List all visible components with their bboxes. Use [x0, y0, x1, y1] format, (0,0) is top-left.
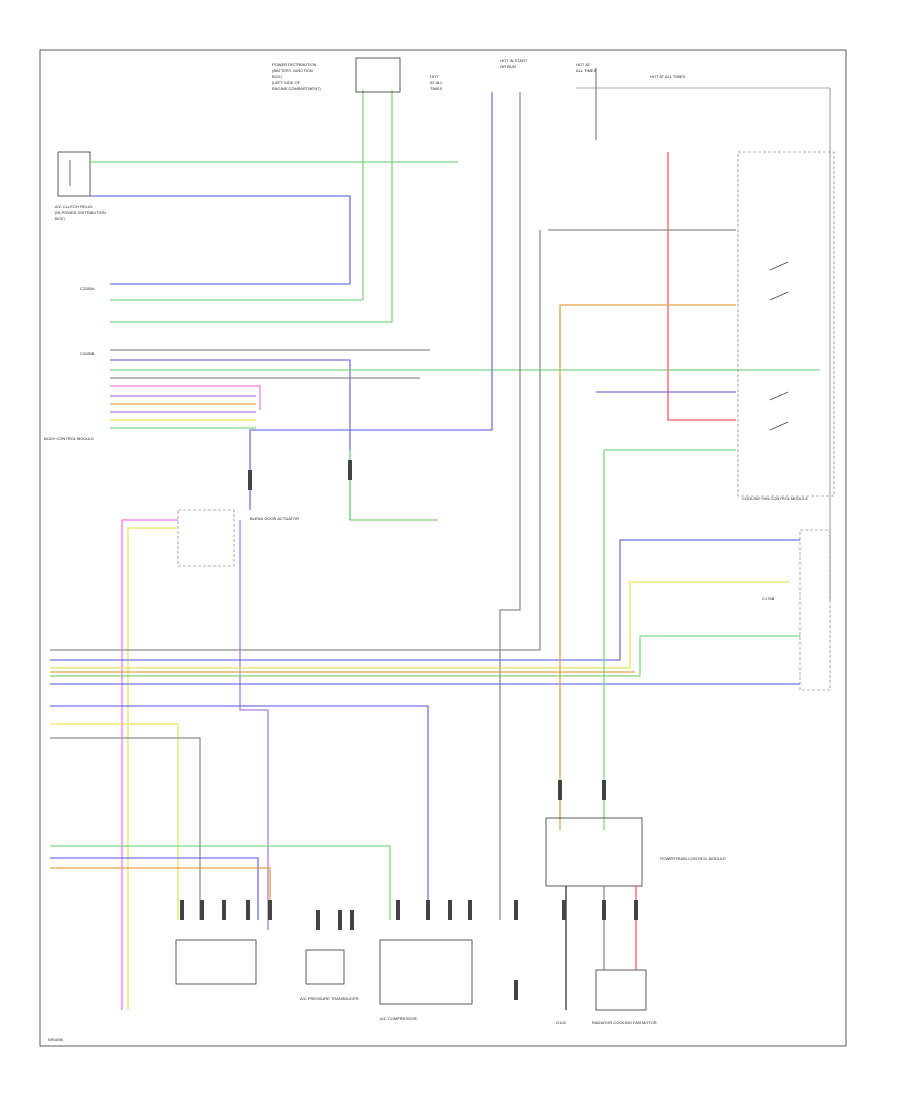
footer-code: W91896: [48, 1037, 64, 1042]
svg-text:(BATTERY JUNCTION: (BATTERY JUNCTION: [272, 68, 313, 73]
diagram-frame: [39, 49, 847, 1047]
svg-text:POWERTRAIN CONTROL MODULE: POWERTRAIN CONTROL MODULE: [660, 856, 726, 861]
svg-text:C175B: C175B: [762, 596, 775, 601]
svg-text:HOT IN START: HOT IN START: [500, 58, 528, 63]
svg-text:AT ALL: AT ALL: [430, 80, 444, 85]
svg-text:HOT AT ALL TIMES: HOT AT ALL TIMES: [650, 74, 685, 79]
svg-text:(IN POWER DISTRIBUTION: (IN POWER DISTRIBUTION: [55, 210, 106, 215]
svg-text:HOT AT: HOT AT: [576, 62, 591, 67]
wire-blue-top: [90, 195, 351, 284]
connector-markers: [180, 460, 638, 1000]
fan-control-module: COOLING FAN CONTROL MODULE: [548, 151, 835, 830]
svg-text:A/C COMPRESSOR: A/C COMPRESSOR: [380, 1016, 417, 1021]
svg-text:(LEFT SIDE OF: (LEFT SIDE OF: [272, 80, 301, 85]
svg-text:RADIATOR COOLING FAN MOTOR: RADIATOR COOLING FAN MOTOR: [592, 1020, 657, 1025]
svg-text:BOX): BOX): [55, 216, 65, 221]
svg-text:COOLING FAN CONTROL MODULE: COOLING FAN CONTROL MODULE: [742, 496, 808, 501]
svg-text:HOT: HOT: [430, 74, 439, 79]
fuse-group-top: HOT AT ALL TIMES HOT IN START OR RUN HOT…: [430, 58, 831, 600]
right-connector: C175B: [762, 529, 831, 691]
top-left-connector: A/C CLUTCH RELAY (IN POWER DISTRIBUTION …: [55, 151, 106, 221]
svg-text:A/C PRESSURE TRANSDUCER: A/C PRESSURE TRANSDUCER: [300, 996, 359, 1001]
svg-text:C2280B: C2280B: [80, 351, 95, 356]
blend-door-actuator: BLEND DOOR ACTUATOR: [121, 509, 299, 1010]
svg-text:ENGINE COMPARTMENT): ENGINE COMPARTMENT): [272, 86, 321, 91]
svg-text:C2280A: C2280A: [80, 286, 95, 291]
svg-text:A/C CLUTCH RELAY: A/C CLUTCH RELAY: [55, 204, 93, 209]
pcm-box: POWERTRAIN CONTROL MODULE: [545, 817, 726, 887]
top-relay: POWER DISTRIBUTION (BATTERY JUNCTION BOX…: [272, 57, 401, 93]
mid-bus: [50, 230, 800, 920]
svg-text:BLEND DOOR ACTUATOR: BLEND DOOR ACTUATOR: [250, 516, 299, 521]
svg-text:TIMES: TIMES: [430, 86, 443, 91]
module-left-label: BODY CONTROL MODULE: [44, 436, 94, 441]
svg-text:G103: G103: [556, 1020, 567, 1025]
svg-text:ALL TIMES: ALL TIMES: [576, 68, 597, 73]
svg-text:POWER DISTRIBUTION: POWER DISTRIBUTION: [272, 62, 317, 67]
svg-text:BOX): BOX): [272, 74, 282, 79]
svg-text:OR RUN: OR RUN: [500, 64, 516, 69]
